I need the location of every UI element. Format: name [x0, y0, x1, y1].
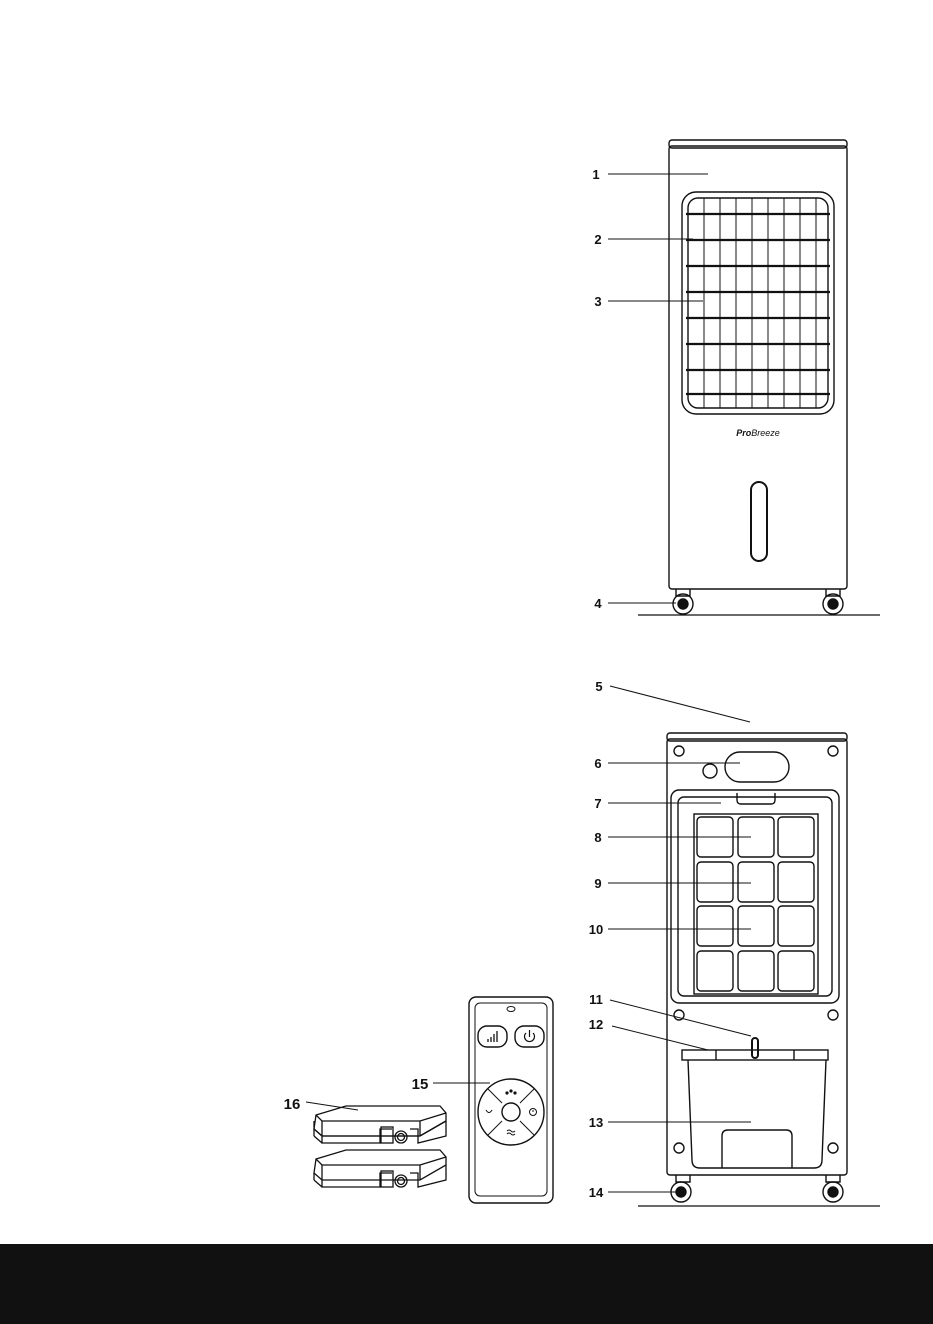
water-level-window [751, 482, 767, 561]
rear-castor-right [823, 1182, 843, 1202]
callout-11: 11 [589, 992, 603, 1007]
filter-grid-frame [694, 814, 818, 994]
callout-10: 10 [589, 922, 603, 937]
rear-view [638, 733, 880, 1206]
drops-icon [505, 1089, 516, 1094]
callout-7: 7 [594, 796, 601, 811]
float-valve [752, 1038, 758, 1058]
callout-8: 8 [594, 830, 601, 845]
signal-bars-icon [488, 1031, 497, 1042]
callout-13: 13 [589, 1115, 603, 1130]
callout-14: 14 [589, 1185, 604, 1200]
rear-screw-mr [828, 1010, 838, 1020]
filter-frame-inner [678, 797, 832, 996]
rear-screw-tl [674, 746, 684, 756]
front-callouts [608, 174, 708, 603]
rear-power-socket [703, 764, 717, 778]
front-vent-inner [688, 198, 828, 408]
callout-2: 2 [594, 232, 601, 247]
callout-3: 3 [594, 294, 601, 309]
front-body [669, 146, 847, 589]
rear-handle [725, 752, 789, 782]
filter-tab [737, 793, 775, 804]
rear-screw-br [828, 1143, 838, 1153]
wind-mode-icon [507, 1130, 515, 1135]
remote-speed-button [478, 1026, 507, 1047]
swing-icon [486, 1110, 492, 1113]
callout-12: 12 [589, 1017, 603, 1032]
callout-4: 4 [594, 596, 602, 611]
callout-15: 15 [412, 1076, 429, 1093]
rear-screw-bl [674, 1143, 684, 1153]
timer-icon [530, 1109, 537, 1116]
ice-packs [314, 1106, 446, 1187]
front-top-cap [669, 140, 847, 148]
ice-pack-top [314, 1106, 446, 1143]
remote-ir-window [507, 1007, 515, 1012]
front-castor-left [673, 594, 693, 614]
vertical-louvres [704, 198, 816, 408]
rear-screw-tr [828, 746, 838, 756]
remote-center-button [502, 1103, 520, 1121]
ice-pack-bottom [314, 1150, 446, 1187]
front-vent-frame [682, 192, 834, 414]
footer-band [0, 1244, 933, 1324]
callout-5: 5 [595, 679, 602, 694]
water-tank-body [688, 1060, 826, 1168]
front-view [638, 140, 880, 615]
water-tank-handle [722, 1130, 792, 1168]
callout-6: 6 [594, 756, 601, 771]
filter-grid-cells [697, 817, 814, 991]
callout-1: 1 [592, 167, 599, 182]
power-icon [525, 1030, 535, 1042]
horizontal-louvres [686, 214, 830, 394]
remote-face [475, 1003, 547, 1196]
callout-16: 16 [284, 1096, 301, 1113]
callout-9: 9 [594, 876, 601, 891]
front-castor-right [823, 594, 843, 614]
remote-control [469, 997, 553, 1203]
rear-top-cap [667, 733, 847, 741]
rear-callouts [608, 686, 751, 1192]
brand-logo: ProBreeze [736, 428, 780, 438]
